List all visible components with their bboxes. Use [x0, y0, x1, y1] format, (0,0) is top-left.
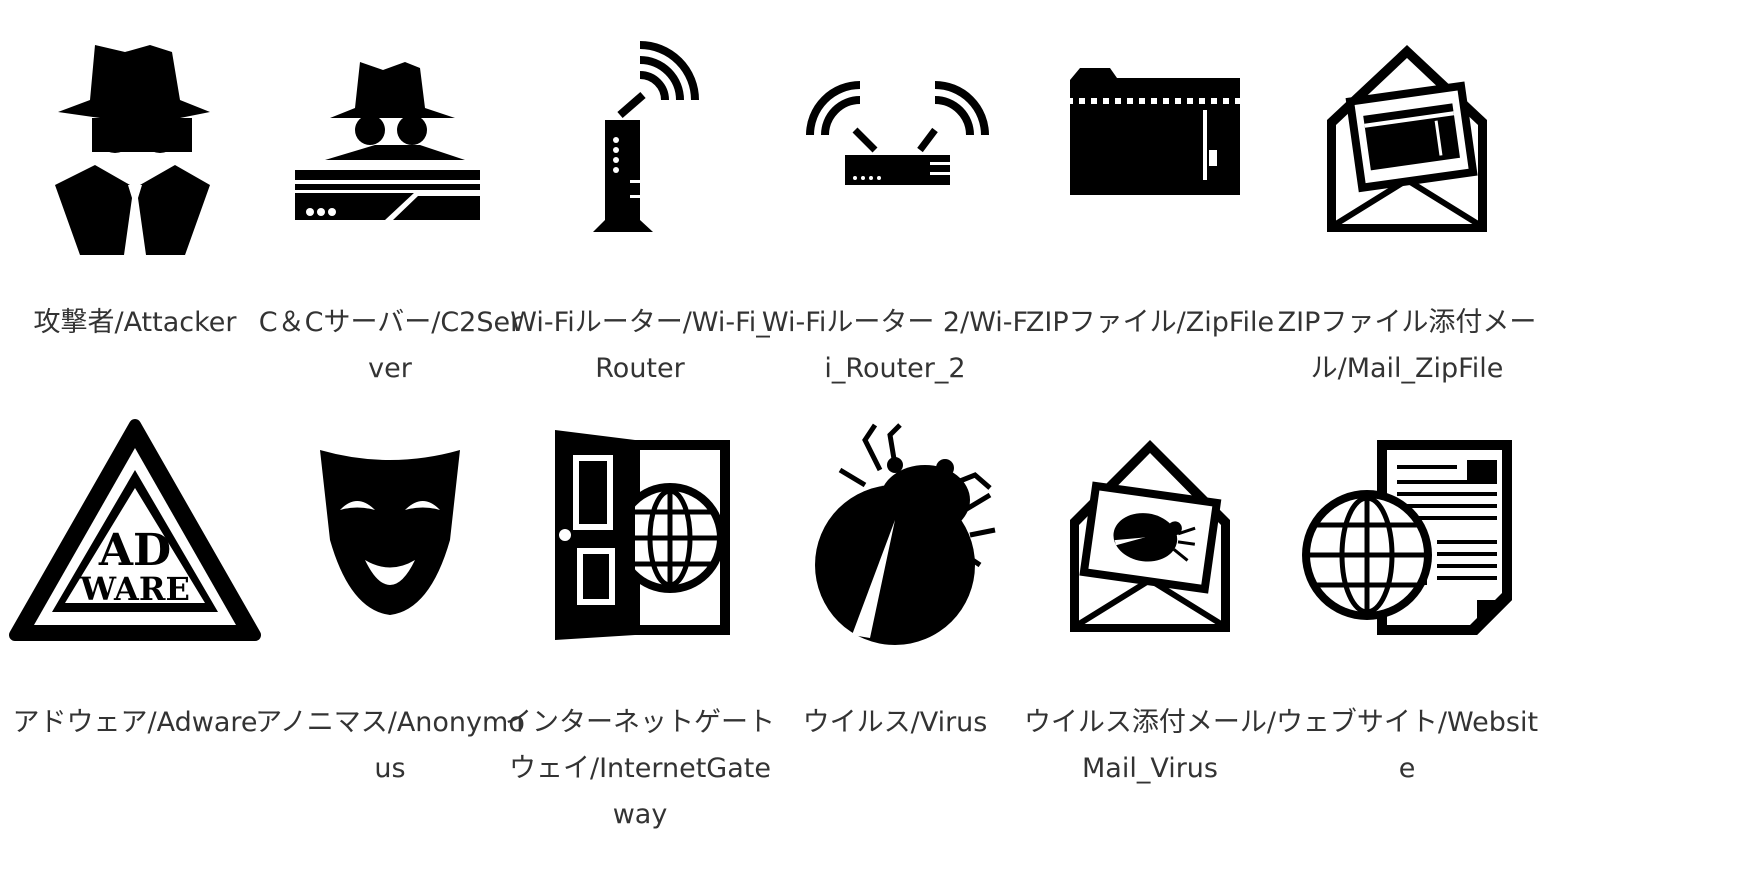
c2-server-label: C＆Cサーバー/C2Server: [258, 307, 522, 384]
mail-virus-label: ウイルス添付メール/Mail_Virus: [1023, 707, 1277, 784]
wifi-router-label: Wi-Fiルーター/Wi-Fi_Router: [510, 307, 770, 384]
wifi-router-icon: [505, 0, 775, 260]
attacker-icon: [0, 0, 270, 260]
internet-gateway-label: インターネットゲートウェイ/InternetGateway: [505, 707, 775, 830]
adware-text-line1: AD: [98, 525, 171, 576]
virus-icon: [760, 400, 1030, 660]
website-icon: [1272, 400, 1542, 660]
zip-file-icon: [1015, 0, 1285, 260]
virus-label: ウイルス/Virus: [802, 707, 988, 738]
adware-label: アドウェア/Adware: [12, 707, 258, 738]
adware-text-line2: WARE: [79, 570, 190, 608]
anonymous-label: アノニマス/Anonymous: [255, 707, 525, 784]
website-label: ウェブサイト/Website: [1275, 707, 1539, 784]
mail-zipfile-icon: [1272, 0, 1542, 260]
mail-virus-icon: [1015, 400, 1285, 660]
wifi-router-2-label: Wi-Fiルーター 2/Wi-Fi_Router_2: [761, 307, 1029, 384]
wifi-router-2-icon: [760, 0, 1030, 260]
attacker-label: 攻撃者/Attacker: [33, 307, 237, 338]
internet-gateway-icon: [505, 400, 775, 660]
c2-server-icon: [255, 0, 525, 260]
mail-zipfile-label: ZIPファイル添付メール/Mail_ZipFile: [1277, 307, 1537, 384]
anonymous-icon: [255, 400, 525, 660]
zip-file-label: ZIPファイル/ZipFile: [1025, 307, 1275, 338]
adware-icon: AD WARE: [0, 400, 270, 660]
